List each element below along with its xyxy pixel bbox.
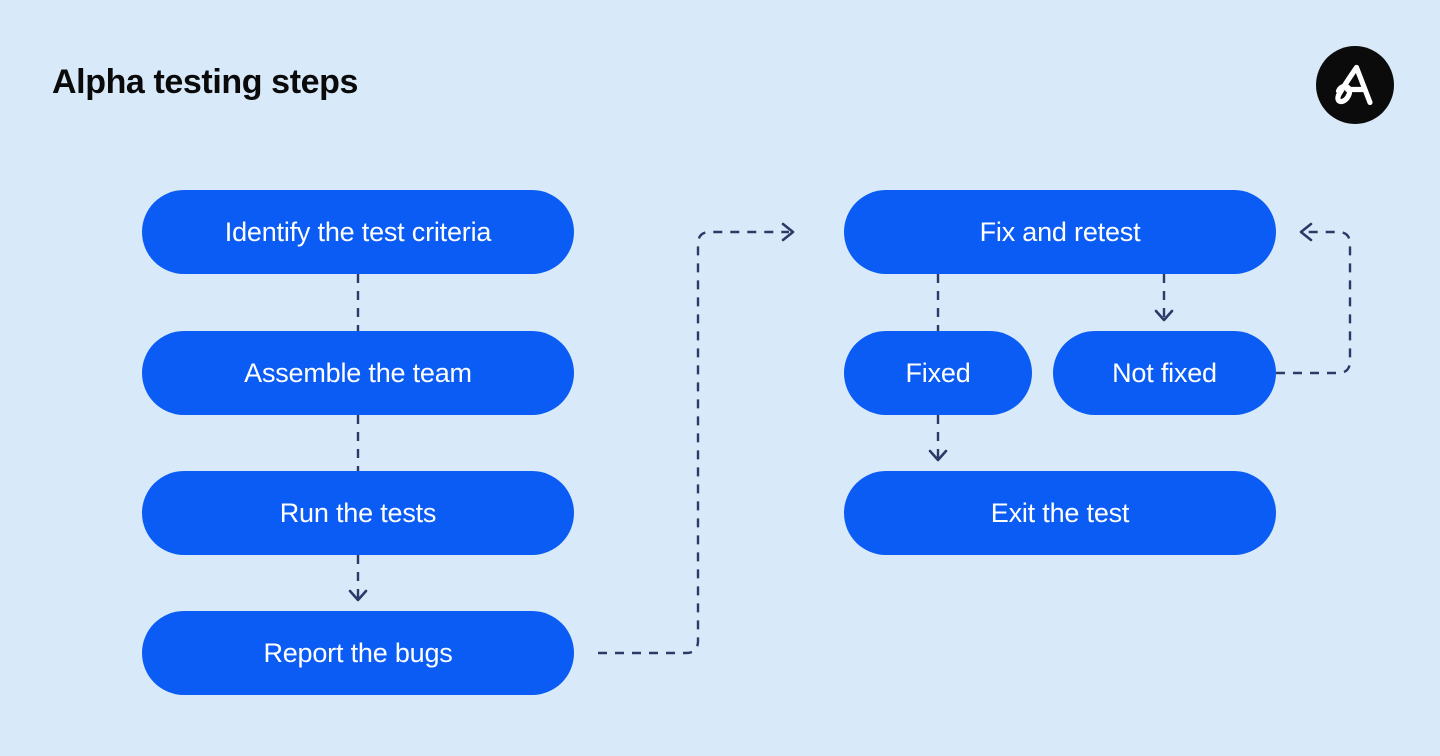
node-identify-the-test-criteria[interactable]: Identify the test criteria: [142, 190, 574, 274]
brand-logo: [1316, 46, 1394, 124]
node-run-the-tests[interactable]: Run the tests: [142, 471, 574, 555]
arrowhead-fix-to-notfixed: [1154, 309, 1174, 322]
node-fixed[interactable]: Fixed: [844, 331, 1032, 415]
node-not-fixed[interactable]: Not fixed: [1053, 331, 1276, 415]
arrowhead-report-to-fix: [781, 222, 795, 242]
arrowhead-run-to-report: [348, 589, 368, 602]
connector-report-to-fix: [598, 230, 789, 655]
node-exit-the-test[interactable]: Exit the test: [844, 471, 1276, 555]
node-assemble-the-team[interactable]: Assemble the team: [142, 331, 574, 415]
arrowhead-notfixed-to-fix: [1299, 222, 1313, 242]
letter-a-circle-icon: [1335, 64, 1373, 106]
connector-notfixed-to-fix: [1276, 230, 1352, 375]
page-title: Alpha testing steps: [52, 63, 359, 101]
node-report-the-bugs[interactable]: Report the bugs: [142, 611, 574, 695]
arrowhead-fixed-to-exit: [928, 449, 948, 462]
node-fix-and-retest[interactable]: Fix and retest: [844, 190, 1276, 274]
